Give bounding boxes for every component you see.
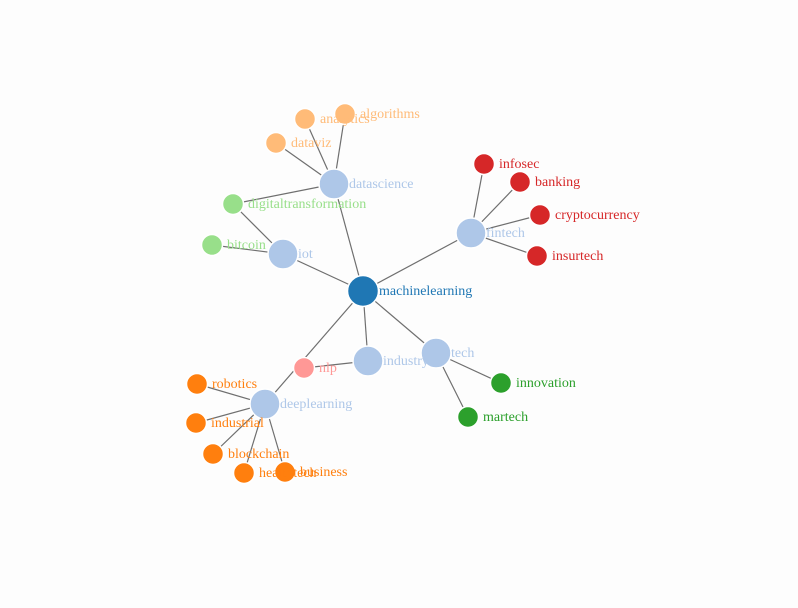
node-label-algorithms: algorithms xyxy=(360,107,420,122)
edge-machinelearning-fintech xyxy=(362,232,472,292)
node-business[interactable] xyxy=(273,460,297,484)
node-circle-deeplearning[interactable] xyxy=(249,388,281,420)
node-circle-martech[interactable] xyxy=(456,405,480,429)
node-label-tech: tech xyxy=(451,346,474,361)
node-circle-iot[interactable] xyxy=(267,238,299,270)
node-label-banking: banking xyxy=(535,175,580,190)
node-circle-cryptocurrency[interactable] xyxy=(528,203,552,227)
node-circle-healthtech[interactable] xyxy=(232,461,256,485)
node-algorithms[interactable] xyxy=(333,102,357,126)
node-layer: machinelearning datascience fintech iot indu… xyxy=(184,102,640,485)
node-iot[interactable] xyxy=(267,238,299,270)
edge-machinelearning-deeplearning xyxy=(264,290,364,405)
node-label-industry: industry xyxy=(383,354,429,369)
node-circle-machinelearning[interactable] xyxy=(346,274,380,308)
node-fintech[interactable] xyxy=(455,217,487,249)
node-circle-digitaltransformation[interactable] xyxy=(221,192,245,216)
node-label-cryptocurrency: cryptocurrency xyxy=(555,208,640,223)
node-robotics[interactable] xyxy=(185,372,209,396)
node-circle-industry[interactable] xyxy=(352,345,384,377)
node-industry[interactable] xyxy=(352,345,384,377)
edge-machinelearning-datascience xyxy=(333,183,364,292)
node-label-innovation: innovation xyxy=(516,376,576,391)
node-label-fintech: fintech xyxy=(486,226,525,241)
node-circle-datascience[interactable] xyxy=(318,168,350,200)
node-label-bitcoin: bitcoin xyxy=(227,238,266,253)
node-label-infosec: infosec xyxy=(499,157,539,172)
node-healthtech[interactable] xyxy=(232,461,256,485)
node-label-nlp: nlp xyxy=(319,361,337,376)
node-cryptocurrency[interactable] xyxy=(528,203,552,227)
node-label-digitaltransformation: digitaltransformation xyxy=(248,197,366,212)
node-circle-innovation[interactable] xyxy=(489,371,513,395)
node-circle-tech[interactable] xyxy=(420,337,452,369)
edge-datascience-digitaltransformation xyxy=(232,183,335,205)
node-circle-bitcoin[interactable] xyxy=(200,233,224,257)
node-label-robotics: robotics xyxy=(212,377,257,392)
node-circle-fintech[interactable] xyxy=(455,217,487,249)
node-circle-infosec[interactable] xyxy=(472,152,496,176)
node-machinelearning[interactable] xyxy=(346,274,380,308)
node-circle-business[interactable] xyxy=(273,460,297,484)
node-bitcoin[interactable] xyxy=(200,233,224,257)
node-innovation[interactable] xyxy=(489,371,513,395)
node-circle-blockchain[interactable] xyxy=(201,442,225,466)
node-martech[interactable] xyxy=(456,405,480,429)
node-label-insurtech: insurtech xyxy=(552,249,603,264)
node-label-datascience: datascience xyxy=(349,177,414,192)
node-label-martech: martech xyxy=(483,410,528,425)
node-label-analytics: analytics xyxy=(320,112,370,127)
node-circle-industrial[interactable] xyxy=(184,411,208,435)
node-infosec[interactable] xyxy=(472,152,496,176)
node-label-industrial: industrial xyxy=(211,416,264,431)
node-analytics[interactable] xyxy=(293,107,317,131)
node-label-machinelearning: machinelearning xyxy=(379,284,472,299)
node-deeplearning[interactable] xyxy=(249,388,281,420)
node-circle-nlp[interactable] xyxy=(292,356,316,380)
node-tech[interactable] xyxy=(420,337,452,369)
node-datascience[interactable] xyxy=(318,168,350,200)
node-nlp[interactable] xyxy=(292,356,316,380)
node-label-deeplearning: deeplearning xyxy=(280,397,352,412)
node-label-healthtech: healthtech xyxy=(259,466,317,481)
node-insurtech[interactable] xyxy=(525,244,549,268)
node-circle-analytics[interactable] xyxy=(293,107,317,131)
node-digitaltransformation[interactable] xyxy=(221,192,245,216)
node-blockchain[interactable] xyxy=(201,442,225,466)
node-label-business: business xyxy=(300,465,347,480)
node-circle-dataviz[interactable] xyxy=(264,131,288,155)
node-label-blockchain: blockchain xyxy=(228,447,289,462)
node-circle-insurtech[interactable] xyxy=(525,244,549,268)
node-circle-banking[interactable] xyxy=(508,170,532,194)
node-label-dataviz: dataviz xyxy=(291,136,331,151)
node-dataviz[interactable] xyxy=(264,131,288,155)
node-banking[interactable] xyxy=(508,170,532,194)
node-circle-algorithms[interactable] xyxy=(333,102,357,126)
node-industrial[interactable] xyxy=(184,411,208,435)
node-label-iot: iot xyxy=(298,247,313,262)
node-circle-robotics[interactable] xyxy=(185,372,209,396)
